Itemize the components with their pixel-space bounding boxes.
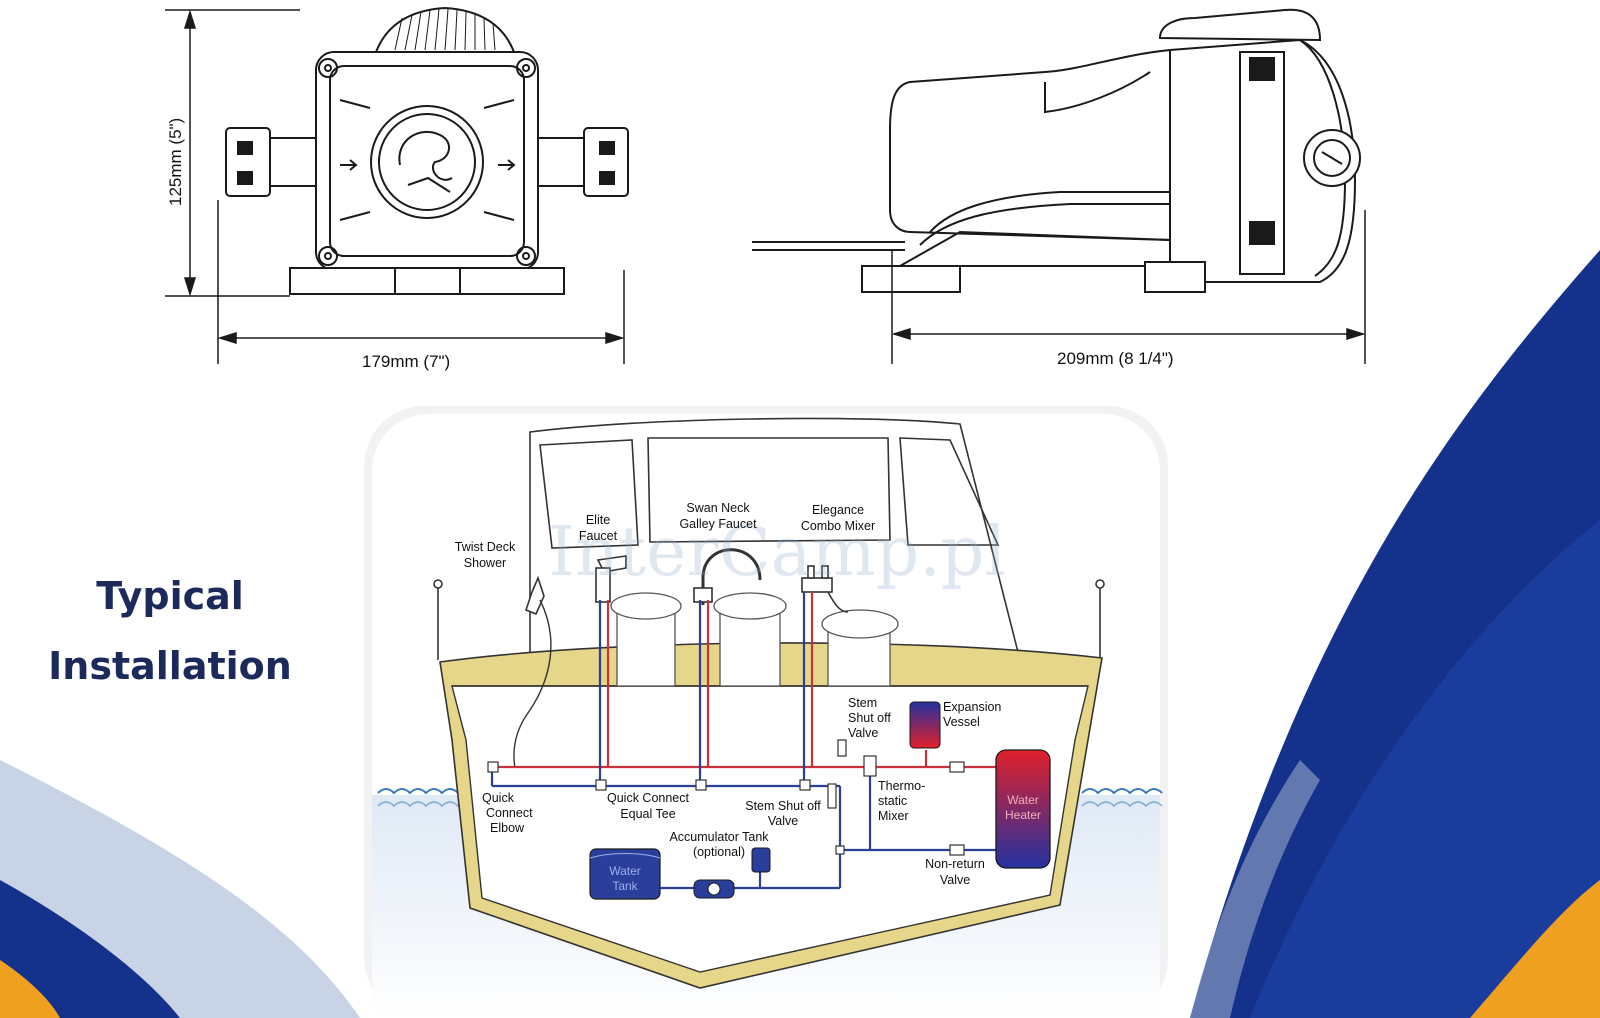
thermostatic-label-2: static [878,794,907,808]
background-swoosh [0,250,1600,1018]
stem-shutoff-bottom-label-1: Stem Shut off [745,799,821,813]
stem-shutoff-bottom-label-2: Valve [768,814,798,828]
heading-line-1: Typical [96,574,244,618]
accumulator-label-1: Accumulator Tank [669,830,769,844]
faucets [513,548,849,769]
stem-shutoff-top-label-2: Shut off [848,711,891,725]
pump-side-view [752,8,1361,293]
side-width-label: 209mm (8 1/4") [1057,349,1174,368]
water-tank: Water Tank [589,848,661,900]
front-width-label: 179mm (7") [362,352,450,371]
quick-elbow-label-3: Elbow [490,821,525,835]
twist-deck-label-1: Twist Deck [455,540,516,554]
expansion-label-2: Vessel [943,715,980,729]
expansion-vessel [909,701,941,749]
watermark: InterCamp.pl [548,513,1006,592]
elite-faucet-label-2: Faucet [579,529,618,543]
water-tank-label-2: Tank [612,879,638,893]
front-height-label: 125mm (5") [166,118,185,206]
water-heater: Water Heater [995,749,1051,869]
water-heater-label-1: Water [1007,793,1039,807]
pump-unit [660,879,735,899]
thermostatic-label-1: Thermo- [878,779,925,793]
twist-deck-label-2: Shower [464,556,506,570]
swan-neck-label-1: Swan Neck [686,501,750,515]
swan-neck-label-2: Galley Faucet [679,517,757,531]
diagram-labels: Elite Faucet Swan Neck Galley Faucet Ele… [455,501,1002,887]
pump-front-view [225,6,629,295]
accumulator-label-2: (optional) [693,845,745,859]
quick-elbow-label-2: Connect [486,806,533,820]
quick-elbow-label-1: Quick [482,791,515,805]
side-width-dimension [891,210,1366,364]
water-tank-label-1: Water [609,864,641,878]
non-return-label-1: Non-return [925,857,985,871]
cold-pipes [490,592,1000,890]
accumulator-tank [751,847,771,873]
expansion-label-1: Expansion [943,700,1001,714]
front-height-dimension [165,9,300,297]
non-return-label-2: Valve [940,873,970,887]
quick-tee-label-2: Equal Tee [620,807,675,821]
elegance-label-1: Elegance [812,503,864,517]
sinks [610,592,899,687]
stem-shutoff-top-label-1: Stem [848,696,877,710]
elegance-label-2: Combo Mixer [801,519,875,533]
thermostatic-label-3: Mixer [878,809,909,823]
elite-faucet-label-1: Elite [586,513,610,527]
front-width-dimension [217,200,625,364]
quick-tee-label-1: Quick Connect [607,791,690,805]
stem-shutoff-top-label-3: Valve [848,726,878,740]
water-heater-label-2: Heater [1005,808,1041,822]
fittings [487,739,965,856]
heading-line-2: Installation [48,644,292,688]
